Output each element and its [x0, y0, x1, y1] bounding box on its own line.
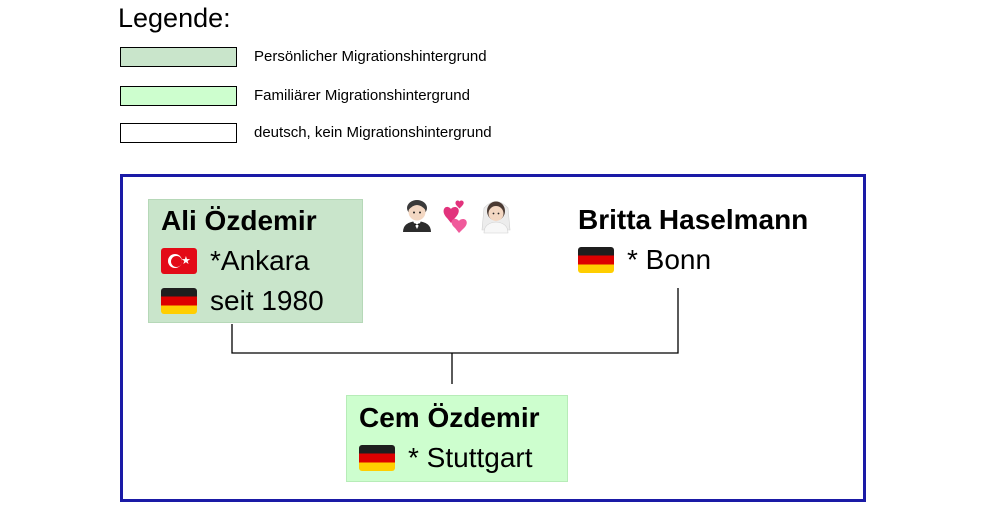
birthplace-text-child: * Stuttgart	[408, 442, 533, 473]
person-name-mother: Britta Haselmann	[578, 204, 809, 235]
legend-label-german: deutsch, kein Migrationshintergrund	[254, 124, 492, 141]
birthplace-text-father: *Ankara	[210, 245, 310, 276]
family-tree-frame	[120, 174, 866, 502]
person-birthplace-mother: * Bonn	[578, 240, 844, 280]
person-birthplace-father: ★ *Ankara	[161, 241, 350, 281]
germany-flag-icon	[578, 247, 614, 273]
legend-swatch-family	[120, 86, 237, 106]
person-name-father: Ali Özdemir	[161, 205, 317, 236]
birthplace-text-mother: * Bonn	[627, 244, 712, 275]
groom-icon	[403, 200, 431, 232]
legend-swatch-german	[120, 123, 237, 143]
two-hearts-icon	[443, 200, 467, 233]
residence-text-father: seit 1980	[210, 285, 324, 316]
legend-label-personal: Persönlicher Migrationshintergrund	[254, 48, 487, 65]
germany-flag-icon	[161, 288, 197, 314]
germany-flag-icon	[359, 445, 395, 471]
legend-swatch-personal	[120, 47, 237, 67]
bride-icon	[481, 201, 511, 234]
legend-label-family: Familiärer Migrationshintergrund	[254, 87, 470, 104]
person-name-child: Cem Özdemir	[359, 402, 540, 433]
turkey-flag-icon: ★	[161, 248, 197, 274]
legend-title: Legende:	[118, 3, 231, 33]
person-card-child: Cem Özdemir * Stuttgart	[346, 395, 568, 482]
parents-connector-line	[231, 288, 679, 354]
person-card-mother: Britta Haselmann * Bonn	[566, 199, 856, 289]
couple-with-hearts-icon	[403, 200, 511, 234]
person-birthplace-child: * Stuttgart	[359, 438, 555, 478]
person-residence-father: seit 1980	[161, 281, 350, 321]
person-card-father: Ali Özdemir ★ *Ankara seit 1980	[148, 199, 363, 323]
